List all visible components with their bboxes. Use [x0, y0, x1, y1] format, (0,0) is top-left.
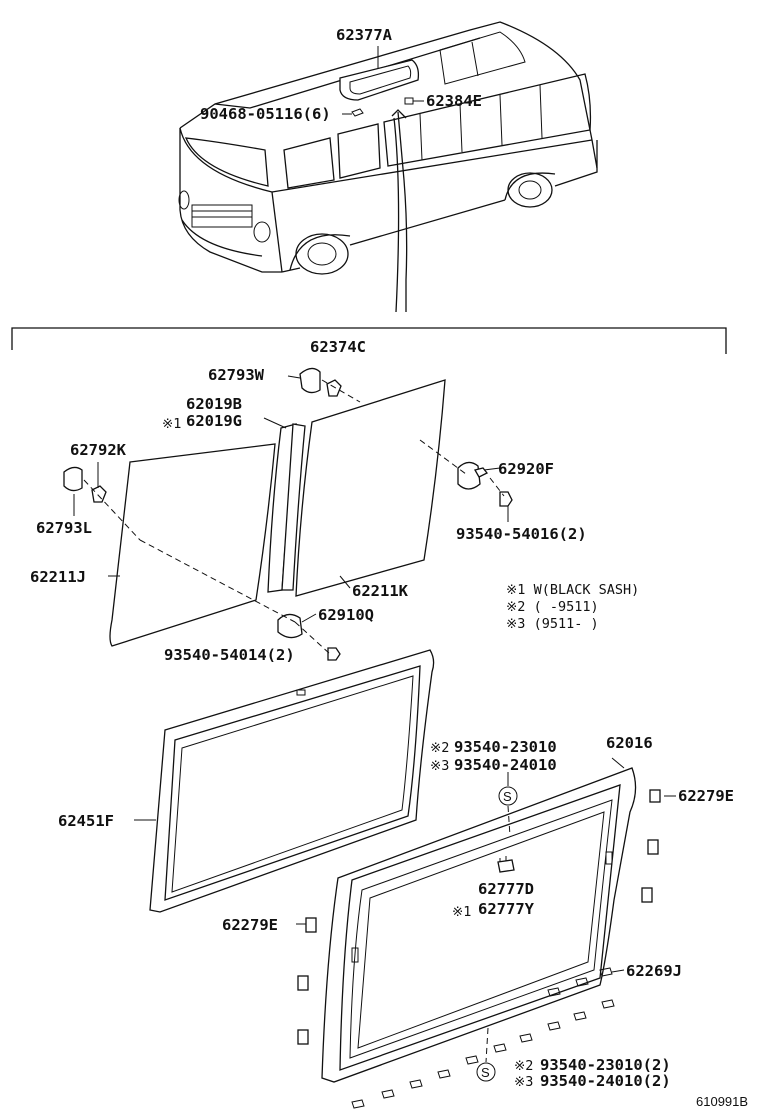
label-93540-24010-top: 93540-24010 — [454, 756, 557, 774]
label-93540-54016: 93540-54016(2) — [456, 525, 587, 543]
glass-62211J — [109, 443, 276, 647]
label-62269J: 62269J — [626, 962, 682, 980]
label-62777Y: 62777Y — [478, 900, 535, 918]
label-90468-05116: 90468-05116(6) — [200, 105, 331, 123]
label-62777D: 62777D — [478, 880, 534, 898]
label-62279E-right: 62279E — [678, 787, 734, 805]
mark-62777Y: ※1 — [452, 904, 471, 920]
label-93540-23010-top: 93540-23010 — [454, 738, 557, 756]
clip-symbol-bottom: S — [481, 1065, 490, 1080]
label-62792K: 62792K — [70, 441, 127, 459]
label-62211K: 62211K — [352, 582, 409, 600]
section-bracket — [11, 327, 727, 354]
mark-93540-23010-top: ※2 — [430, 740, 449, 756]
van-illustration — [178, 21, 598, 313]
glass-assembly — [63, 367, 513, 661]
label-62451F: 62451F — [58, 812, 114, 830]
label-62016: 62016 — [606, 734, 653, 752]
legend-note-1: ※1 W(BLACK SASH) — [506, 582, 639, 598]
label-93540-23010-bottom: 93540-23010(2) — [540, 1056, 671, 1074]
label-62384E: 62384E — [426, 92, 482, 110]
mark-93540-23010-bottom: ※2 — [514, 1058, 533, 1074]
mark-62019G: ※1 — [162, 416, 181, 432]
label-62910Q: 62910Q — [318, 606, 374, 624]
label-93540-54014: 93540-54014(2) — [164, 646, 295, 664]
label-93540-24010-bottom: 93540-24010(2) — [540, 1072, 671, 1090]
label-62374C: 62374C — [310, 338, 366, 356]
legend-note-3: ※3 (9511- ) — [506, 616, 599, 632]
diagram-reference: 610991B — [696, 1094, 748, 1109]
label-62019B: 62019B — [186, 395, 242, 413]
label-62920F: 62920F — [498, 460, 554, 478]
clip-symbol-top: S — [503, 789, 512, 804]
label-62279E-left: 62279E — [222, 916, 278, 934]
legend-note-2: ※2 ( -9511) — [506, 599, 599, 615]
legend-notes: ※1 W(BLACK SASH) ※2 ( -9511) ※3 (9511- ) — [506, 582, 639, 632]
label-62377A: 62377A — [336, 26, 393, 44]
label-62793L: 62793L — [36, 519, 92, 537]
frame-62451F — [134, 649, 435, 913]
label-62019G: 62019G — [186, 412, 242, 430]
glass-62211K — [295, 379, 446, 597]
mark-93540-24010-bottom: ※3 — [514, 1074, 533, 1090]
label-62793W: 62793W — [208, 366, 265, 384]
label-62211J: 62211J — [30, 568, 86, 586]
sash-62016 — [296, 757, 676, 1109]
mark-93540-24010-top: ※3 — [430, 758, 449, 774]
